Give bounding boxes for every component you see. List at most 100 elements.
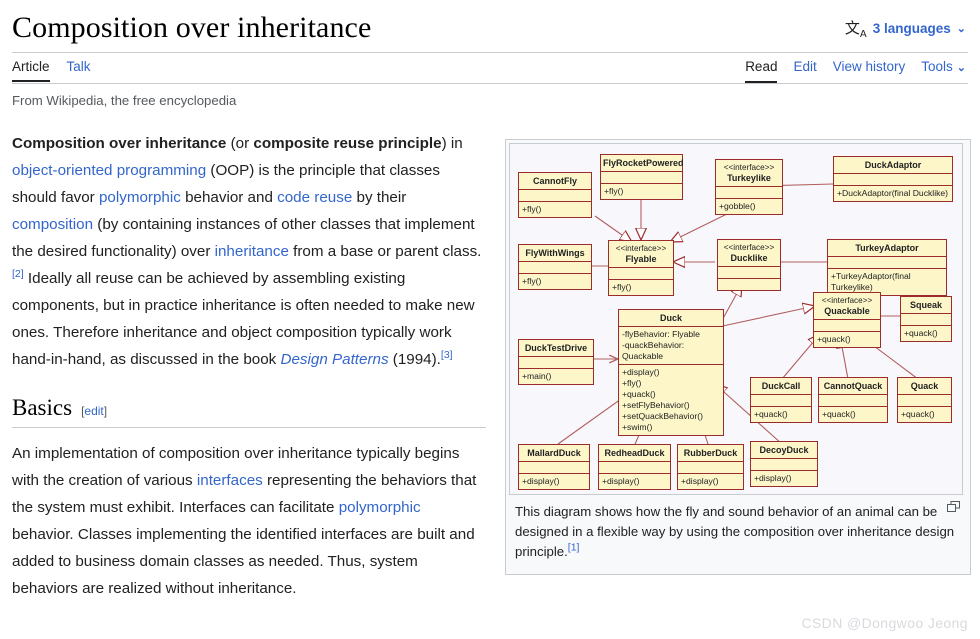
uml-attrs [599, 462, 670, 474]
uml-class-rubberduck[interactable]: RubberDuck +display() [677, 444, 744, 490]
uml-class-flywithwings[interactable]: FlyWithWings +fly() [518, 244, 592, 290]
uml-attrs [718, 267, 780, 279]
tab-talk[interactable]: Talk [66, 59, 91, 74]
uml-class-quack[interactable]: Quack +quack() [897, 377, 952, 423]
uml-method: +TurkeyAdaptor(final Turkeylike) [831, 271, 911, 292]
reference-1[interactable]: [1] [568, 542, 580, 554]
uml-attrs [828, 257, 946, 269]
uml-attrs [609, 268, 673, 280]
tab-article[interactable]: Article [12, 59, 50, 82]
namespace-tabs: Article Talk [12, 59, 91, 82]
uml-attrs [898, 395, 951, 407]
tab-view-history[interactable]: View history [832, 59, 906, 74]
tab-tools[interactable]: Tools⌄ [921, 59, 966, 83]
basics-text-1: An implementation of composition over in… [12, 445, 460, 489]
link-interfaces[interactable]: interfaces [196, 472, 263, 489]
uml-attrs [519, 262, 591, 274]
uml-class-duckcall[interactable]: DuckCall +quack() [750, 377, 812, 423]
link-composition[interactable]: composition [12, 216, 94, 233]
lead-paragraph: Composition over inheritance (or composi… [12, 130, 486, 373]
uml-class-name: CannotFly [519, 173, 591, 190]
uml-stereotype: <<interface>> [723, 243, 775, 252]
uml-class-name: Squeak [901, 297, 951, 314]
figure-uml-diagram: CannotFly +fly() FlyRocketPowered +fly()… [505, 139, 971, 575]
uml-class-cannotfly[interactable]: CannotFly +fly() [518, 172, 592, 218]
uml-method: +main() [522, 371, 552, 381]
uml-class-flyable[interactable]: <<interface>>Flyable +fly() [608, 240, 674, 296]
uml-method: +display() [622, 367, 660, 377]
section-edit[interactable]: [edit] [81, 395, 107, 421]
page-title: Composition over inheritance [12, 11, 372, 44]
uml-class-cannotquack[interactable]: CannotQuack +quack() [818, 377, 888, 423]
uml-class-name: DuckTestDrive [519, 340, 593, 357]
uml-class-ducktestdrive[interactable]: DuckTestDrive +main() [518, 339, 594, 385]
uml-class-turkeylike[interactable]: <<interface>>Turkeylike +gobble() [715, 159, 783, 215]
uml-class-duck[interactable]: Duck -flyBehavior: Flyable -quackBehavio… [618, 309, 724, 436]
uml-method: +fly() [622, 378, 642, 388]
uml-class-decoyduck[interactable]: DecoyDuck +display() [750, 441, 818, 487]
basics-text-3: behavior. Classes implementing the ident… [12, 526, 475, 597]
lead-text-3: (OOP) is the principle that classes shou… [12, 162, 440, 206]
uml-attr: -quackBehavior: Quackable [622, 340, 685, 361]
uml-attr: -flyBehavior: Flyable [622, 329, 700, 339]
edit-section-link[interactable]: edit [84, 404, 104, 418]
uml-method: +quack() [754, 409, 788, 419]
link-inheritance[interactable]: inheritance [214, 243, 289, 260]
lead-term: Composition over inheritance [12, 135, 227, 152]
uml-attrs [814, 320, 880, 332]
article-body: Composition over inheritance (or composi… [12, 130, 486, 616]
reference-3-link[interactable]: [3] [440, 348, 453, 361]
reference-2[interactable]: [2] [12, 268, 24, 280]
uml-class-duckadaptor[interactable]: DuckAdaptor +DuckAdaptor(final Ducklike) [833, 156, 953, 202]
uml-diagram-image[interactable]: CannotFly +fly() FlyRocketPowered +fly()… [509, 143, 963, 495]
uml-method: +display() [522, 476, 560, 486]
link-polymorphic-2[interactable]: polymorphic [338, 499, 421, 516]
uml-class-name: <<interface>>Ducklike [718, 240, 780, 267]
uml-class-name: MallardDuck [519, 445, 589, 462]
uml-method: +DuckAdaptor(final Ducklike) [837, 188, 949, 198]
uml-methods [718, 279, 780, 290]
tab-edit[interactable]: Edit [793, 59, 817, 74]
link-design-patterns[interactable]: Design Patterns [280, 351, 389, 368]
reference-2-link[interactable]: [2] [12, 267, 24, 280]
uml-method: +quack() [901, 409, 935, 419]
uml-class-ducklike[interactable]: <<interface>>Ducklike [717, 239, 781, 291]
uml-class-name: DecoyDuck [751, 442, 817, 459]
uml-class-name: <<interface>>Flyable [609, 241, 673, 268]
uml-classes: CannotFly +fly() FlyRocketPowered +fly()… [510, 144, 962, 494]
uml-method: +quack() [622, 389, 656, 399]
section-title: Basics [12, 395, 73, 420]
reference-1-link[interactable]: [1] [567, 541, 580, 554]
lead-text-5: by their [352, 189, 407, 206]
uml-class-redheadduck[interactable]: RedheadDuck +display() [598, 444, 671, 490]
enlarge-icon[interactable] [947, 501, 960, 513]
uml-class-name: CannotQuack [819, 378, 887, 395]
uml-class-squeak[interactable]: Squeak +quack() [900, 296, 952, 342]
uml-method: +fly() [522, 204, 542, 214]
uml-class-turkeyadaptor[interactable]: TurkeyAdaptor +TurkeyAdaptor(final Turke… [827, 239, 947, 296]
uml-class-flyrocketpowered[interactable]: FlyRocketPowered +fly() [600, 154, 684, 200]
link-code-reuse[interactable]: code reuse [277, 189, 353, 206]
uml-stereotype: <<interface>> [615, 244, 667, 253]
uml-stereotype: <<interface>> [723, 163, 775, 172]
reference-3[interactable]: [3] [441, 349, 453, 361]
uml-stereotype: <<interface>> [821, 296, 873, 305]
uml-attrs [751, 459, 817, 471]
section-divider [12, 427, 486, 428]
uml-class-name: DuckCall [751, 378, 811, 395]
uml-class-name: RubberDuck [678, 445, 743, 462]
uml-class-mallardduck[interactable]: MallardDuck +display() [518, 444, 590, 490]
tab-read[interactable]: Read [745, 59, 778, 83]
basics-text-2: representing the behaviors that the syst… [12, 472, 477, 516]
language-selector[interactable]: 文A 3 languages ⌄ [845, 17, 966, 46]
uml-class-name: Quack [898, 378, 951, 395]
uml-method: +fly() [604, 186, 624, 196]
uml-class-name: <<interface>>Turkeylike [716, 160, 782, 187]
link-object-oriented-programming[interactable]: object-oriented programming [12, 162, 207, 179]
chevron-down-icon: ⌄ [956, 23, 966, 35]
uml-class-name: FlyRocketPowered [601, 155, 684, 172]
uml-class-quackable[interactable]: <<interface>>Quackable +quack() [813, 292, 881, 348]
link-polymorphic[interactable]: polymorphic [98, 189, 181, 206]
title-row: Composition over inheritance 文A 3 langua… [0, 0, 980, 52]
tabs-row: Article Talk Read Edit View history Tool… [0, 53, 980, 83]
